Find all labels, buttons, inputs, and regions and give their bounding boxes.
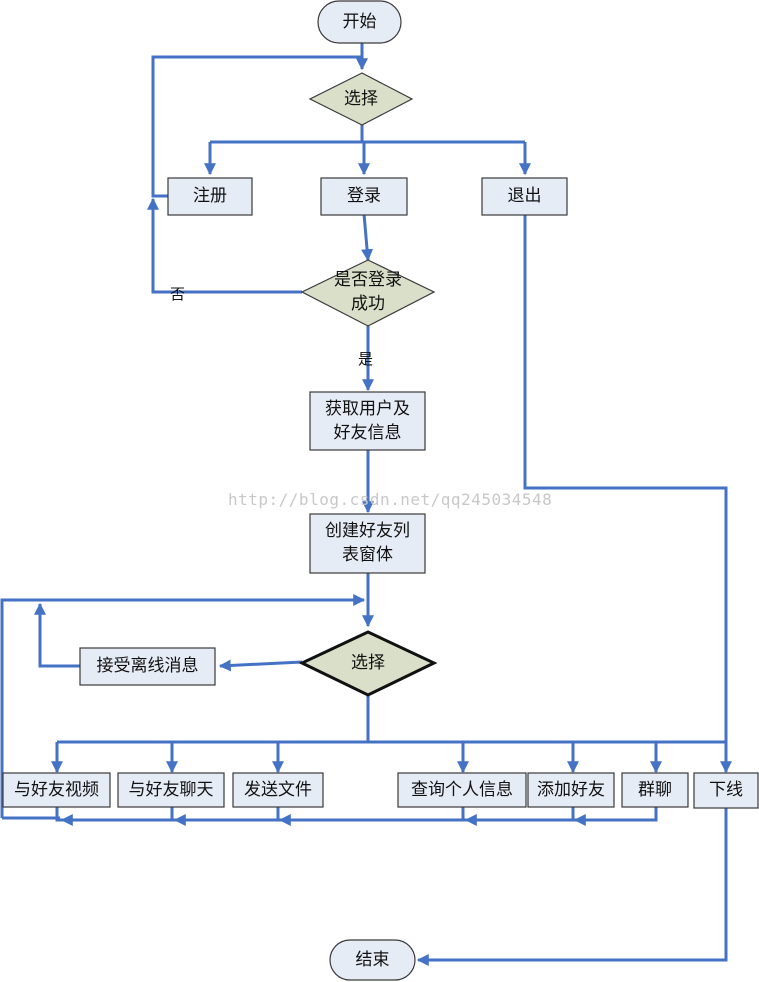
- logout-box: [693, 772, 759, 809]
- video-label: 与好友视频: [14, 780, 99, 800]
- edge-personal-return: [461, 807, 575, 822]
- no-edge-label: 否: [170, 285, 186, 303]
- edge-login-check: [361, 213, 374, 262]
- personal-info-box: [397, 772, 527, 808]
- chat-box: [117, 772, 225, 808]
- offline-msg-label: 接受离线消息: [96, 656, 199, 676]
- add-friend-label: 添加好友: [537, 780, 605, 800]
- login-check-diamond: [300, 259, 436, 327]
- group-label: 群聊: [638, 780, 672, 800]
- exit-label: 退出: [507, 186, 542, 206]
- end-terminal: [329, 939, 416, 981]
- create-list-label-1: 创建好友列: [325, 521, 410, 541]
- get-info-label-1: 获取用户及: [325, 399, 410, 419]
- edge-register-loop: [151, 55, 362, 198]
- group-box: [621, 772, 689, 808]
- end-label: 结束: [355, 950, 390, 970]
- edge-choose2-branches: [366, 694, 726, 744]
- chat-label: 与好友聊天: [128, 780, 214, 800]
- connectors: [0, 43, 732, 966]
- choose1-label: 选择: [344, 89, 378, 109]
- logout-label: 下线: [709, 780, 743, 800]
- register-box: [167, 177, 253, 216]
- edge-offline-loop: [34, 602, 80, 668]
- login-box: [320, 177, 408, 216]
- sendfile-box: [232, 772, 324, 808]
- edge-addfriend-return: [571, 807, 658, 822]
- edge-sendfile-return: [276, 807, 466, 822]
- get-info-label-2: 好友信息: [333, 423, 402, 443]
- edge-choose2-offline: [218, 659, 303, 672]
- start-label: 开始: [342, 12, 377, 32]
- offline-msg-box: [79, 647, 216, 686]
- login-label: 登录: [347, 186, 381, 206]
- choose2-label: 选择: [351, 653, 385, 673]
- get-info-box: [309, 391, 426, 451]
- edge-login-fail: [147, 197, 302, 294]
- create-list-box: [309, 513, 426, 574]
- edge-logout-end: [416, 808, 728, 966]
- choose1-diamond: [308, 72, 414, 126]
- personal-info-label: 查询个人信息: [411, 780, 513, 800]
- edge-exit-logout: [523, 214, 732, 774]
- register-label: 注册: [193, 186, 227, 206]
- edge-return-loop: [0, 594, 366, 818]
- login-check-label-2: 成功: [351, 294, 385, 314]
- process-boxes: [2, 177, 759, 809]
- choose2-diamond: [298, 630, 438, 697]
- edge-video-return: [55, 807, 175, 822]
- create-list-label-2: 表窗体: [342, 545, 393, 565]
- exit-box: [481, 177, 568, 216]
- video-box: [2, 772, 111, 808]
- yes-edge-label: 是: [358, 350, 374, 368]
- start-terminal: [317, 0, 402, 44]
- edge-chat-return: [170, 807, 280, 822]
- login-check-label-1: 是否登录: [334, 270, 402, 290]
- sendfile-label: 发送文件: [244, 780, 312, 800]
- add-friend-box: [527, 772, 615, 808]
- watermark: http://blog.csdn.net/qq245034548: [228, 490, 553, 509]
